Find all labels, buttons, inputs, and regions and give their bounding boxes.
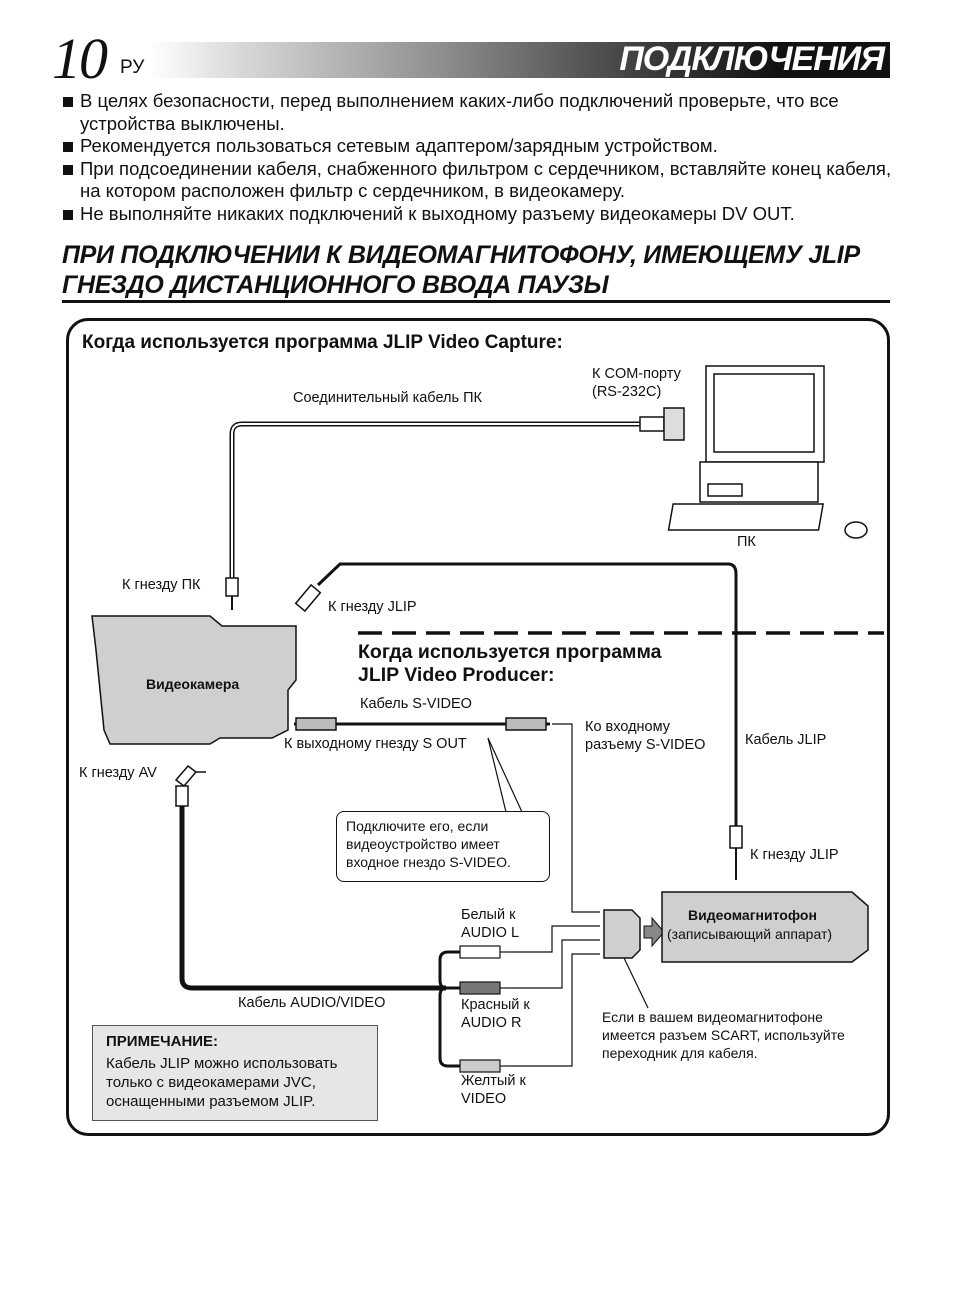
capture-heading: Когда используется программа JLIP Video … xyxy=(82,332,563,353)
square-bullet-icon xyxy=(63,209,73,220)
section-rule xyxy=(62,300,890,303)
header-gradient-bar xyxy=(150,42,890,78)
jlip-cable xyxy=(316,562,738,830)
producer-heading: Когда используется программа JLIP Video … xyxy=(358,641,662,686)
rca-branches xyxy=(438,950,460,1068)
square-bullet-icon xyxy=(63,164,73,175)
note-title: ПРИМЕЧАНИЕ: xyxy=(106,1033,219,1050)
vcr-icon xyxy=(661,891,869,963)
pc-cable xyxy=(229,421,640,578)
svideo-cable-label: Кабель S-VIDEO xyxy=(360,696,472,712)
vcr-title: Видеомагнитофон xyxy=(688,907,817,923)
scart-adapter-icon xyxy=(603,909,665,1009)
red-audio-r-label: Красный к AUDIO R xyxy=(461,997,530,1031)
camcorder-label: Видеокамера xyxy=(146,676,240,692)
square-bullet-icon xyxy=(63,142,73,152)
list-item: При подсоединении кабеля, снабженного фи… xyxy=(62,158,902,203)
section-title: ПРИ ПОДКЛЮЧЕНИИ К ВИДЕОМАГНИТОФОНУ, ИМЕЮ… xyxy=(62,241,859,299)
diagram-frame xyxy=(66,318,890,1136)
precautions-list: В целях безопасности, перед выполнением … xyxy=(62,90,902,225)
jlip-cable-label: Кабель JLIP xyxy=(745,732,827,748)
com-port-label: К COM-порту (RS-232C) xyxy=(592,366,681,400)
language-code: РУ xyxy=(120,57,145,78)
pc-plug-icon xyxy=(225,577,239,610)
list-item: Не выполняйте никаких подключений к выхо… xyxy=(62,203,902,226)
pc-cable-label: Соединительный кабель ПК xyxy=(293,390,482,406)
list-item: В целях безопасности, перед выполнением … xyxy=(62,90,902,135)
scart-note: Если в вашем видеомагнитофоне имеется ра… xyxy=(602,1009,845,1061)
to-jlip-jack-camera-label: К гнезду JLIP xyxy=(328,599,417,615)
pc-label: ПК xyxy=(737,534,756,550)
av-cable xyxy=(179,806,446,991)
white-audio-l-label: Белый к AUDIO L xyxy=(461,907,520,941)
note-text: Кабель JLIP можно использовать только с … xyxy=(106,1055,338,1110)
computer-icon xyxy=(667,365,868,539)
rca-plugs-icon xyxy=(459,945,510,1073)
svideo-cable xyxy=(294,717,600,913)
db9-connector-icon xyxy=(639,407,685,441)
svideo-callout xyxy=(336,811,550,882)
vcr-subtitle: (записывающий аппарат) xyxy=(667,926,833,942)
svideo-in-label: Ко входному разъему S-VIDEO xyxy=(585,719,706,753)
to-jlip-jack-vcr-label: К гнезду JLIP xyxy=(750,847,839,863)
jlip-plug-icon xyxy=(294,583,743,880)
square-bullet-icon xyxy=(63,97,73,107)
to-pc-jack-label: К гнезду ПК xyxy=(122,577,201,593)
page-title: ПОДКЛЮЧЕНИЯ xyxy=(619,40,885,78)
av-plug-icon xyxy=(174,764,206,807)
s-out-label: К выходному гнезду S OUT xyxy=(284,736,467,752)
yellow-video-label: Желтый к VIDEO xyxy=(461,1073,526,1107)
callout-pointer xyxy=(487,737,523,813)
to-av-jack-label: К гнезду AV xyxy=(79,765,157,781)
rca-guide-lines xyxy=(510,925,600,1067)
list-item: Рекомендуется пользоваться сетевым адапт… xyxy=(62,135,902,158)
camcorder-icon xyxy=(91,615,297,745)
page-number: 10 xyxy=(52,26,108,91)
note-box xyxy=(92,1025,378,1121)
callout-text: Подключите его, если видеоустройство име… xyxy=(346,818,511,870)
av-cable-label: Кабель AUDIO/VIDEO xyxy=(238,995,386,1011)
